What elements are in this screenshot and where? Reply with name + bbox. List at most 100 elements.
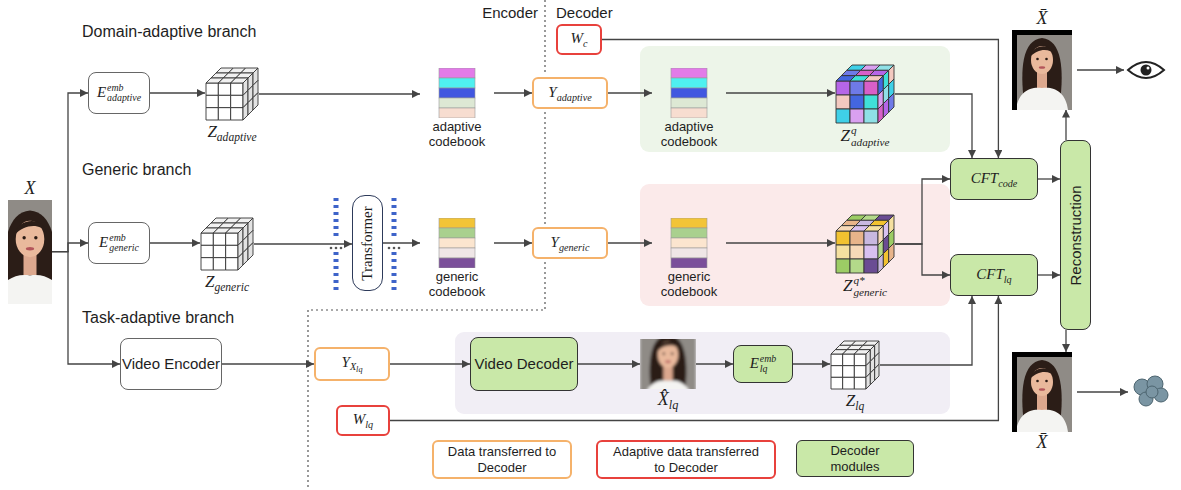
node-text: Zqadaptive — [840, 125, 889, 149]
node-text: Eembgeneric — [99, 233, 139, 254]
cube-drawing — [835, 64, 895, 124]
cube-cell — [864, 81, 878, 95]
output-arrow — [1077, 69, 1124, 70]
cube-cell — [864, 259, 878, 273]
portrait-part — [1012, 30, 1072, 35]
cube-cell — [850, 245, 864, 259]
cube-cell — [831, 354, 843, 366]
math-sub: lq — [1004, 273, 1012, 284]
cube-cell — [831, 377, 843, 389]
eye-icon — [1141, 65, 1152, 76]
arrow-connector — [696, 363, 733, 364]
cube-cell — [206, 108, 218, 120]
node-text: adaptive codebook — [652, 120, 726, 150]
node-text: Video Decoder — [475, 355, 574, 373]
arrow-connector — [578, 363, 640, 364]
math-sup: emb — [760, 354, 776, 364]
math-sup: emb — [109, 233, 139, 243]
math-base: Z — [846, 391, 855, 410]
math-base: Y — [342, 354, 350, 370]
portrait-part — [8, 200, 52, 304]
arrow-connector — [880, 296, 972, 365]
feature-cube: Zlq — [830, 340, 880, 414]
cube-cell — [870, 369, 874, 385]
node-text: Domain-adaptive branch — [60, 22, 525, 42]
portrait — [640, 339, 696, 389]
node-text: Generic branch — [60, 160, 525, 180]
cube-cell — [248, 98, 253, 115]
legend-text: Data transferred to Decoder — [442, 444, 562, 475]
portrait-part — [1012, 352, 1017, 432]
token-dots — [334, 198, 339, 236]
math-sub: code — [998, 177, 1017, 188]
codebook-entry — [671, 228, 707, 238]
output-arrow — [1077, 391, 1128, 392]
codebook-entry — [671, 258, 707, 268]
process-box: CFTcode — [950, 158, 1038, 200]
cube-cell — [843, 377, 855, 389]
portrait-part — [34, 236, 37, 239]
cube-cell — [213, 258, 225, 270]
codebook-entry — [671, 238, 707, 248]
math-sub: adaptive — [851, 137, 890, 149]
portrait-part — [1036, 380, 1039, 383]
process-box: Ygeneric — [532, 227, 608, 259]
codebook-entry — [439, 238, 475, 248]
math-base: Z — [840, 126, 849, 145]
codebook-drawing — [438, 218, 476, 268]
process-box: Eembgeneric — [88, 222, 150, 264]
portrait-part — [1030, 368, 1055, 379]
cube-cell — [226, 245, 238, 257]
arrow-connector — [726, 242, 835, 243]
cube-cell — [231, 95, 243, 107]
portrait-part — [8, 275, 52, 304]
portrait-part — [1012, 352, 1072, 432]
node-text: Video Encoder — [122, 355, 220, 373]
cube-cell — [864, 95, 878, 109]
portrait-part — [1012, 30, 1017, 110]
cube-cell — [213, 245, 225, 257]
math-base: Z — [207, 122, 216, 141]
cube-cell — [836, 259, 850, 273]
branch-band: Generic branchEembgenericZgenericTransfo… — [60, 160, 525, 306]
cube-cell — [850, 259, 864, 273]
cube-drawing — [200, 217, 254, 271]
divider-line — [308, 0, 545, 490]
codebook-entry — [439, 98, 475, 108]
section-label: Decoder — [556, 4, 636, 21]
portrait-part — [1012, 30, 1072, 110]
math-sub: lq — [760, 364, 776, 374]
node-text: Reconstruction — [1067, 185, 1084, 285]
portrait-part — [663, 353, 665, 355]
cube-cell — [206, 95, 218, 107]
cube-cell — [248, 243, 253, 260]
codebook-entry — [671, 218, 707, 228]
arrow-connector — [494, 242, 532, 243]
ellipsis-dot — [398, 247, 401, 250]
node-text: X — [25, 178, 36, 200]
module-box: Reconstruction — [1060, 140, 1091, 330]
node-text: adaptive codebook — [420, 120, 494, 150]
portrait-part — [22, 236, 25, 239]
math-sup: q — [851, 125, 890, 137]
node-text: Eemblq — [750, 354, 777, 375]
cube-cell — [889, 93, 894, 112]
token-dots — [392, 252, 397, 290]
cube-cell — [854, 366, 866, 378]
math-base: CFT — [976, 266, 1004, 282]
cube-cell — [878, 104, 883, 123]
cube-cell — [850, 231, 864, 245]
branch-band: Domain-adaptive branchEembadaptiveZadapt… — [60, 22, 525, 152]
cube-cell — [850, 81, 864, 95]
legend-swatch: Data transferred to Decoder — [432, 440, 572, 479]
cube-cell — [218, 95, 230, 107]
cube-cell — [836, 231, 850, 245]
math-base: E — [97, 84, 106, 100]
math-sup: q* — [853, 275, 887, 287]
portrait-part — [1045, 380, 1048, 383]
codebook-stack: adaptive codebook — [420, 68, 494, 150]
face-image — [1012, 352, 1072, 432]
cube-cell — [843, 366, 855, 378]
cube-cell — [218, 108, 230, 120]
math-sup: emb — [107, 83, 141, 93]
